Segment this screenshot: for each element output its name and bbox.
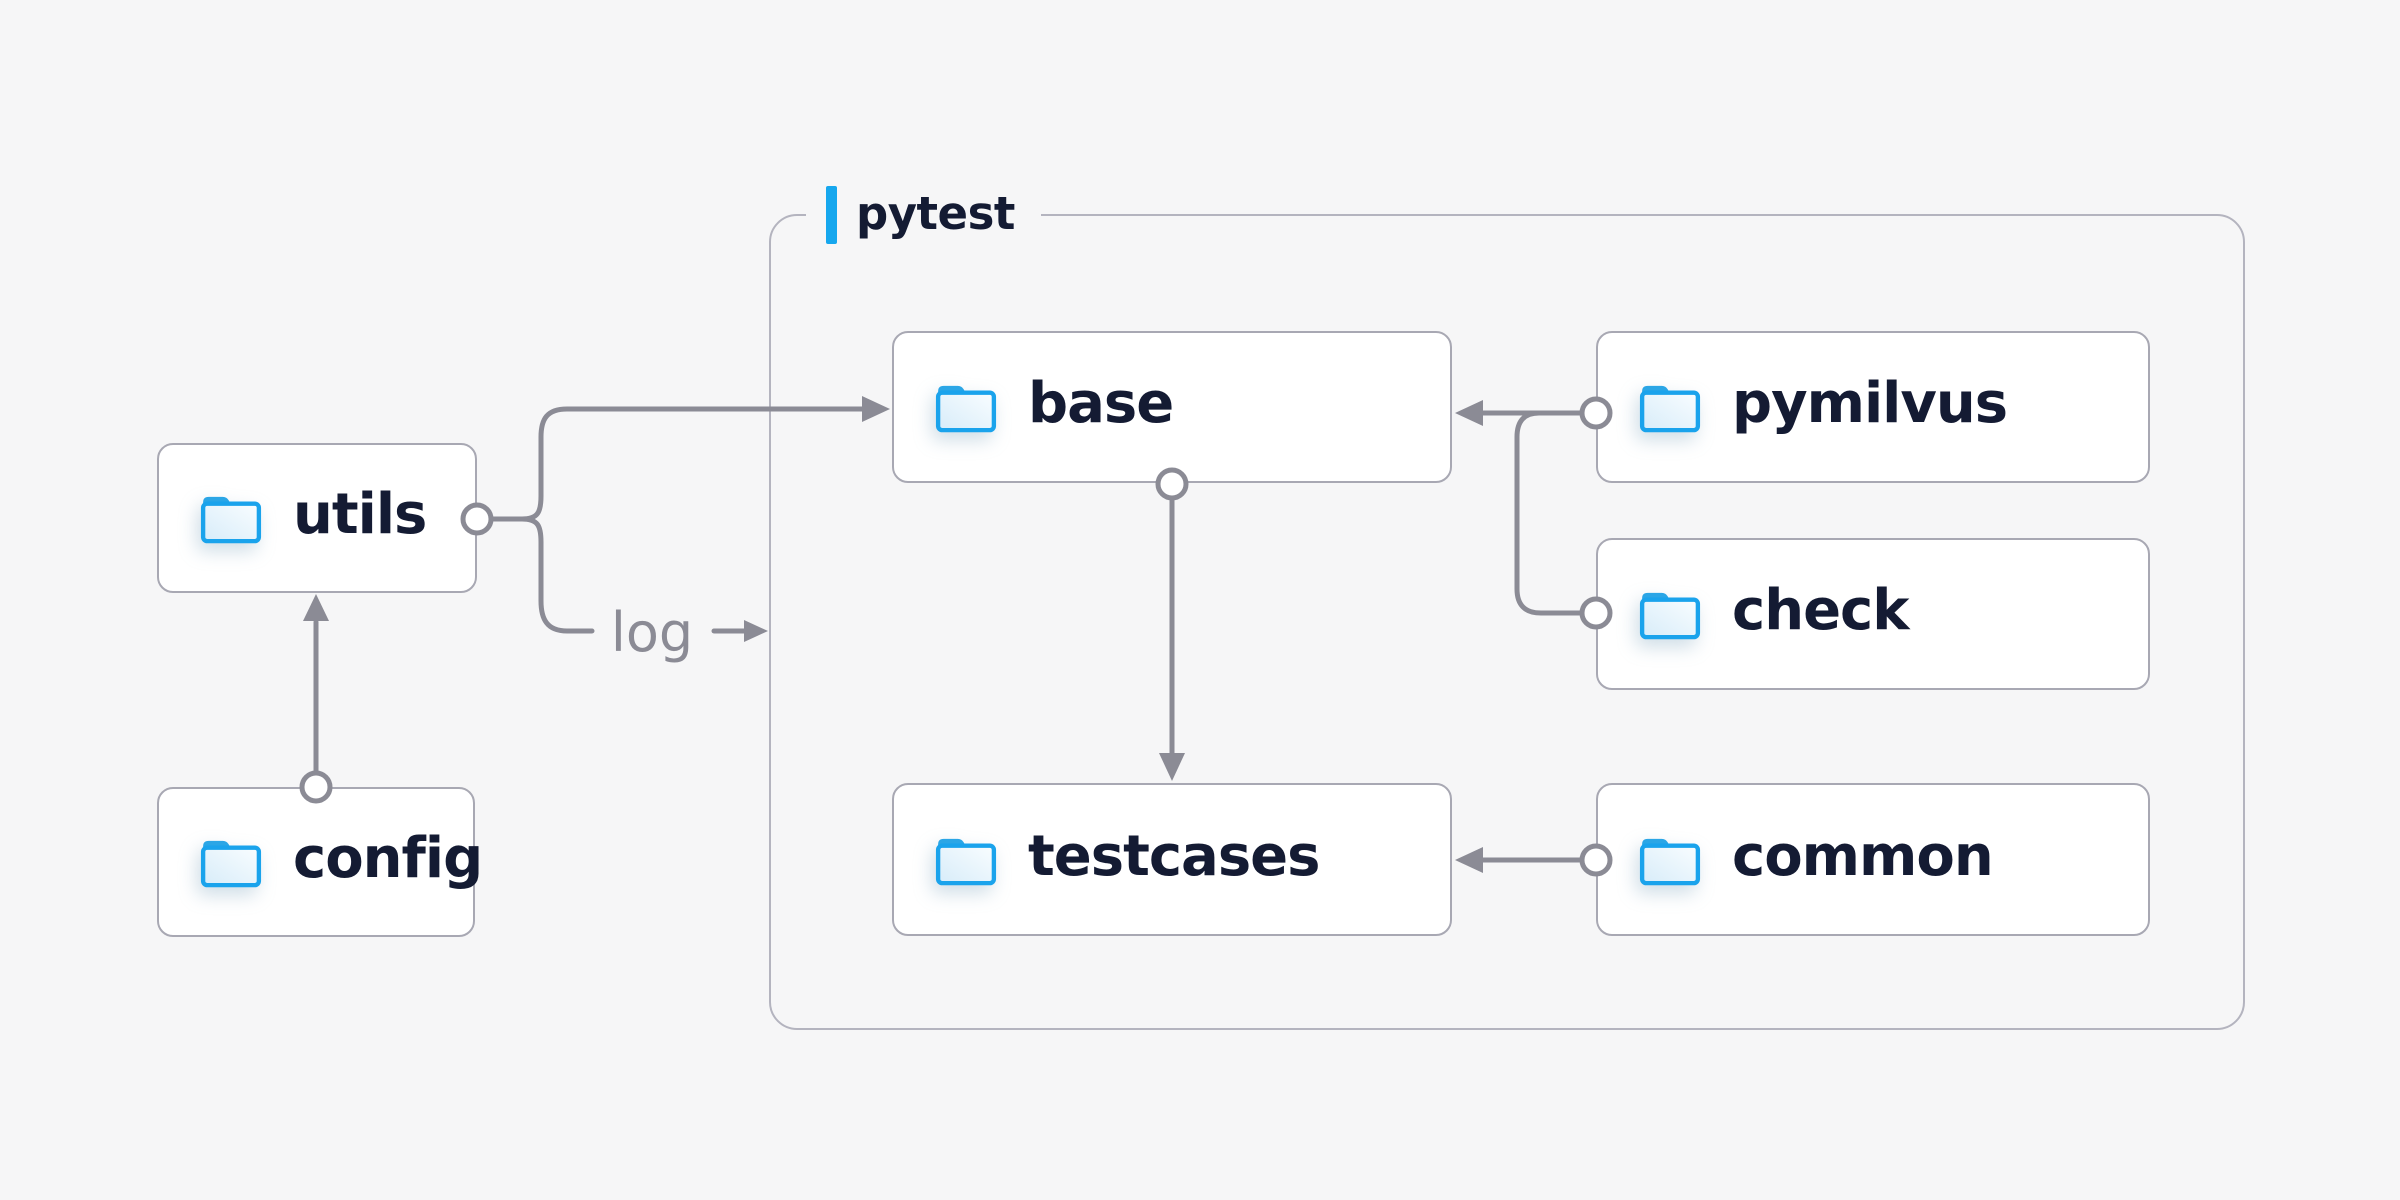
node-label: pymilvus xyxy=(1732,371,2008,436)
node-label: common xyxy=(1732,823,1994,889)
node-pymilvus: pymilvus xyxy=(1596,331,2150,483)
folder-icon xyxy=(200,840,262,888)
edge-utils-log xyxy=(519,516,595,634)
node-check: check xyxy=(1596,538,2150,690)
folder-icon xyxy=(1639,592,1701,640)
node-label: base xyxy=(1028,371,1174,436)
folder-icon xyxy=(1639,838,1701,885)
arrowhead-into-utils xyxy=(303,594,329,621)
node-config: config xyxy=(157,787,483,937)
folder-icon xyxy=(1639,385,1701,433)
folder-icon xyxy=(200,496,262,544)
pytest-group-label: pytest xyxy=(806,184,1041,246)
node-base: base xyxy=(892,331,1452,483)
arrowhead-log xyxy=(744,620,768,642)
node-common: common xyxy=(1596,783,2150,936)
accent-bar xyxy=(826,186,837,244)
edge-label-log: log xyxy=(611,601,693,664)
node-label: config xyxy=(293,826,483,891)
node-label: check xyxy=(1732,578,1909,643)
node-utils: utils xyxy=(157,443,477,593)
pytest-group-title: pytest xyxy=(856,186,1015,240)
node-testcases: testcases xyxy=(892,783,1452,936)
node-label: utils xyxy=(293,482,427,547)
node-label: testcases xyxy=(1028,823,1320,889)
pytest-group xyxy=(769,214,2245,1030)
folder-icon xyxy=(935,385,997,433)
folder-icon xyxy=(935,838,997,885)
